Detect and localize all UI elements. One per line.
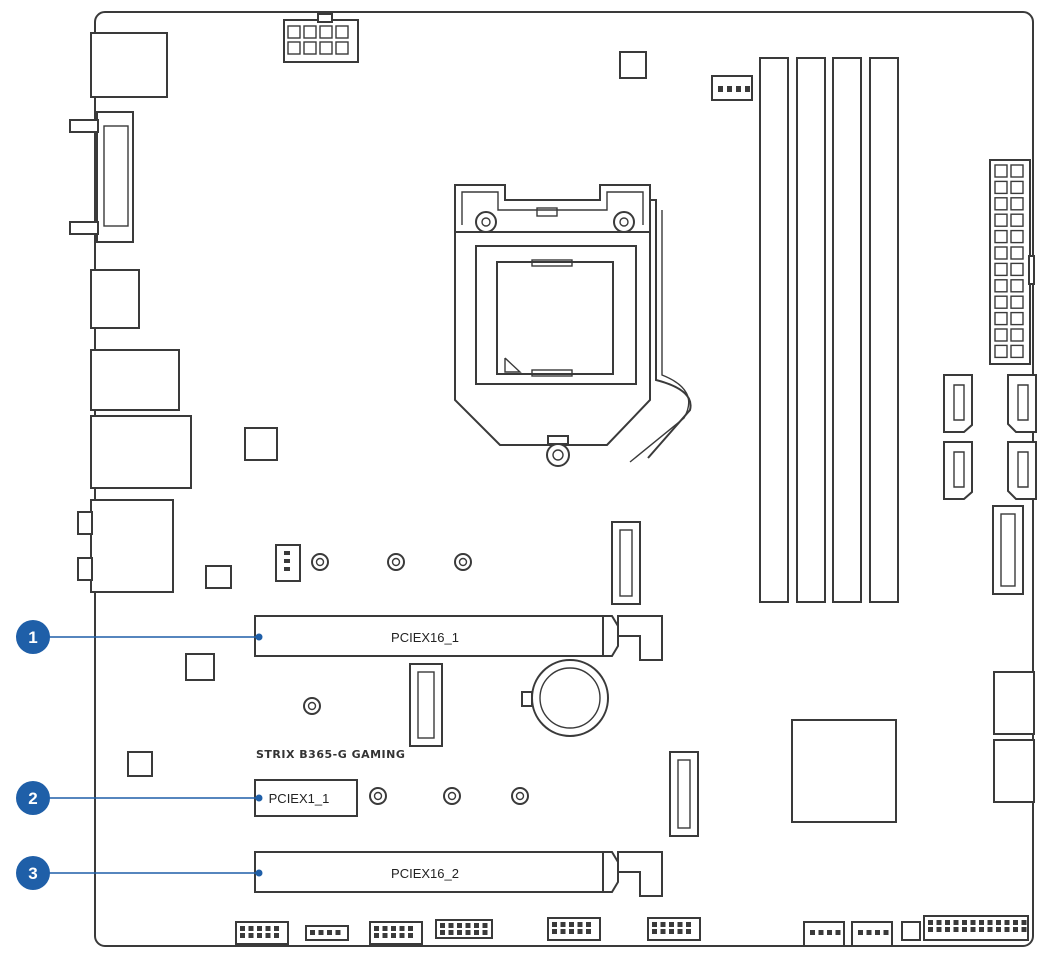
pcie-slot-x16-2: [254, 851, 663, 897]
bottom-headers: [235, 915, 1029, 947]
io-ps2-port: [90, 32, 168, 98]
io-vga-screw-top: [69, 119, 99, 133]
cpu-power-connector: [283, 13, 359, 63]
callout-number-2: 2: [28, 789, 37, 808]
chip-top: [619, 51, 647, 79]
io-audio-tab-bottom: [77, 557, 93, 581]
slot-label-pciex1-1: PCIEX1_1: [269, 791, 330, 806]
callout-number-3: 3: [28, 864, 37, 883]
io-vga-screw-bottom: [69, 221, 99, 235]
m2-standoffs: [303, 553, 529, 805]
callout-anchor-3: [255, 869, 263, 877]
io-hdmi-port: [90, 269, 140, 329]
cpu-socket: [454, 184, 692, 467]
slot-label-pciex16-2: PCIEX16_2: [391, 866, 459, 881]
pcie-slot-x1-1: [254, 779, 358, 817]
callout-badge-3: 3: [16, 856, 50, 890]
dimm-slots: [759, 57, 899, 603]
io-lan-usb-port: [90, 415, 192, 489]
front-panel-block-bottom: [993, 739, 1035, 803]
chip-left-mid: [244, 427, 278, 461]
io-vga-pins: [103, 125, 129, 227]
front-panel-block-top: [993, 671, 1035, 735]
callout-badge-1: 1: [16, 620, 50, 654]
chipset: [791, 719, 897, 823]
callout-badge-2: 2: [16, 781, 50, 815]
usb3-header: [992, 505, 1024, 595]
io-audio-tab-top: [77, 511, 93, 535]
atx-power-connector: [989, 159, 1035, 365]
pcie-slot-x16-1: [254, 615, 663, 661]
chassis-fan-header-top: [275, 544, 301, 582]
callout-anchor-1: [255, 633, 263, 641]
chip-left-pcie: [185, 653, 215, 681]
io-usb-port-a: [90, 349, 180, 411]
io-audio-jacks: [90, 499, 174, 593]
m2-connectors: [409, 521, 699, 837]
board-model-label: STRIX B365-G GAMING: [256, 748, 405, 761]
cpu-fan-header: [711, 75, 753, 101]
slot-label-pciex16-1: PCIEX16_1: [391, 630, 459, 645]
chip-left-lower: [205, 565, 232, 589]
chip-left-bottom: [127, 751, 153, 777]
sata-ports: [943, 374, 1037, 500]
cmos-battery: [521, 659, 609, 737]
callout-leaders: [48, 633, 263, 877]
io-vga-port: [96, 111, 134, 243]
callout-number-1: 1: [28, 628, 37, 647]
callout-anchor-2: [255, 794, 263, 802]
rear-io-ports: [69, 32, 192, 593]
